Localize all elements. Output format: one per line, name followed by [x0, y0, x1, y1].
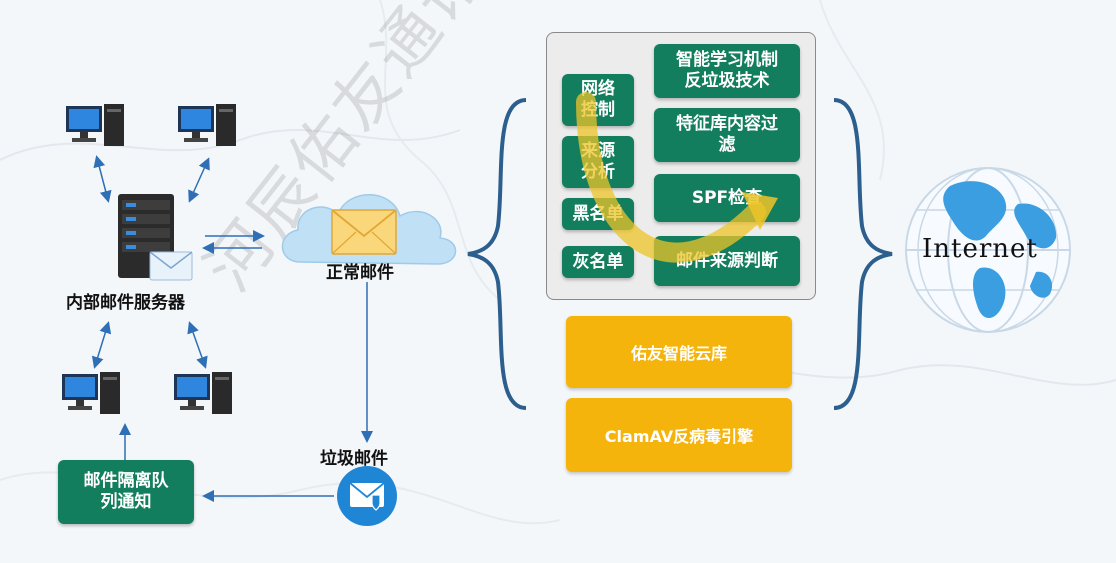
computer-icon	[62, 372, 120, 414]
spam-mail-label: 垃圾邮件	[320, 449, 388, 469]
globe-icon	[905, 167, 1071, 333]
youyou-cloud-engine: 佑友智能云库	[566, 316, 792, 388]
connection-arrows	[91, 155, 373, 502]
filter-signature-content: 特征库内容过 滤	[654, 108, 800, 162]
quarantine-notice-box: 邮件隔离队 列通知	[58, 460, 194, 524]
left-brace	[467, 98, 527, 410]
normal-mail-label: 正常邮件	[326, 263, 394, 283]
right-brace	[833, 98, 893, 410]
flow-arrow	[576, 92, 778, 263]
filter-greylist: 灰名单	[562, 246, 634, 278]
internet-label: Internet	[922, 234, 1038, 264]
computer-icon	[66, 104, 124, 146]
cloud-mail-icon	[281, 194, 457, 265]
spam-mail-icon	[337, 466, 397, 526]
computer-icon	[174, 372, 232, 414]
clamav-engine: ClamAV反病毒引擎	[566, 398, 792, 472]
mail-server-icon	[118, 194, 193, 281]
computer-icon	[178, 104, 236, 146]
internal-server-label: 内部邮件服务器	[66, 293, 185, 313]
filter-smart-learning: 智能学习机制 反垃圾技术	[654, 44, 800, 98]
